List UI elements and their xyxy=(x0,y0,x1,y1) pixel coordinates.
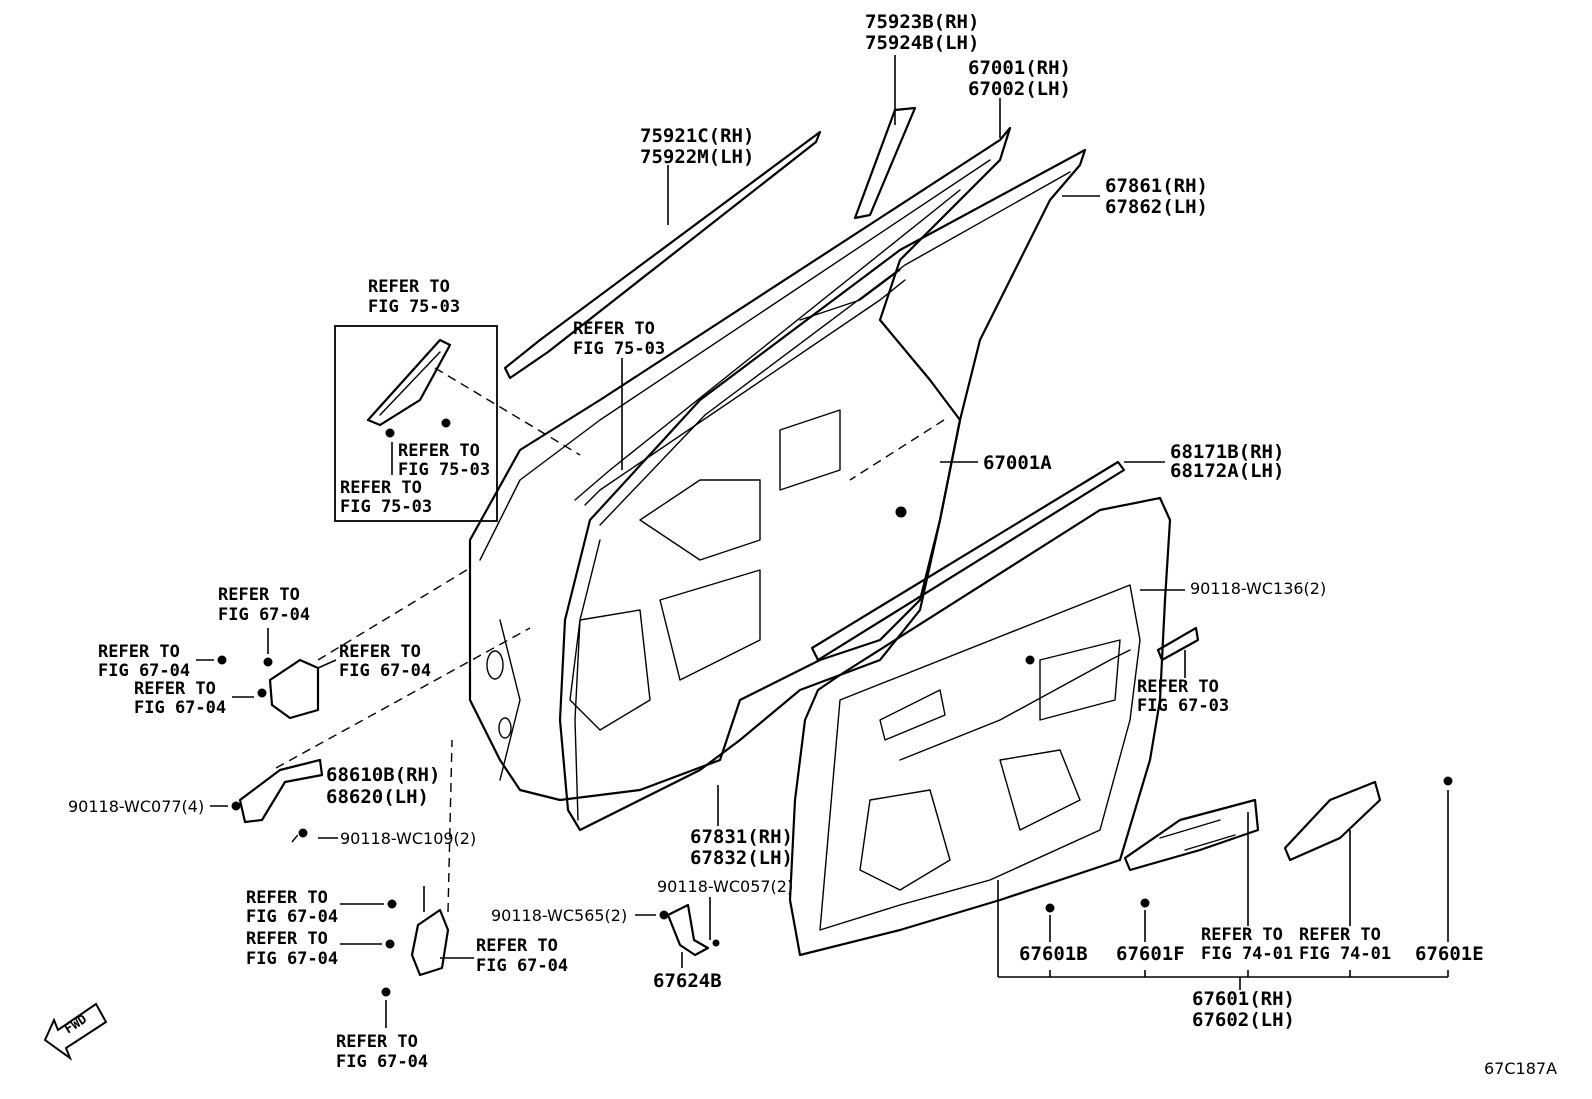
leader-lines xyxy=(196,55,1449,1028)
refer-to-67-03: REFER TO xyxy=(1137,677,1219,697)
refer-to-67-04-g: REFER TO xyxy=(476,936,558,956)
figure-code: 67C187A xyxy=(1484,1059,1557,1078)
dashed-guide-lines xyxy=(275,367,945,913)
quarter-window-reference-box xyxy=(334,325,498,522)
refer-fig-75-03-center: FIG 75-03 xyxy=(573,339,665,359)
refer-fig-67-04-b: FIG 67-04 xyxy=(98,661,190,681)
refer-fig-67-04-g: FIG 67-04 xyxy=(476,956,568,976)
refer-fig-67-04-e: FIG 67-04 xyxy=(246,907,338,927)
refer-to-74-01-b: REFER TO xyxy=(1299,925,1381,945)
refer-to-75-03-center: REFER TO xyxy=(573,319,655,339)
trim-bracket xyxy=(1156,626,1200,662)
door-panel-shell xyxy=(468,126,1012,802)
refer-fig-75-03-box-top: FIG 75-03 xyxy=(368,297,460,317)
label-67601e: 67601E xyxy=(1415,943,1484,965)
refer-to-74-01-a: REFER TO xyxy=(1201,925,1283,945)
label-67601b: 67601B xyxy=(1019,943,1088,965)
refer-to-75-03-inner-b: REFER TO xyxy=(340,478,422,498)
label-68620: 68620(LH) xyxy=(326,786,429,808)
label-67624b: 67624B xyxy=(653,970,722,992)
refer-fig-67-04-h: FIG 67-04 xyxy=(336,1052,428,1072)
refer-fig-74-01-a: FIG 74-01 xyxy=(1201,944,1293,964)
label-75923b: 75923B(RH) xyxy=(865,11,979,33)
refer-to-67-04-b: REFER TO xyxy=(98,642,180,662)
label-68171b: 68171B(RH) xyxy=(1170,441,1284,463)
refer-fig-67-04-a: FIG 67-04 xyxy=(218,605,310,625)
label-90118-wc565: 90118-WC565(2) xyxy=(491,906,627,925)
upper-hinge xyxy=(268,658,320,720)
label-75921c: 75921C(RH) xyxy=(640,125,754,147)
label-90118-wc057: 90118-WC057(2) xyxy=(657,877,793,896)
label-90118-wc077: 90118-WC077(4) xyxy=(68,797,204,816)
quarter-window-glass xyxy=(366,338,452,427)
refer-to-67-04-e: REFER TO xyxy=(246,888,328,908)
refer-to-75-03-box-top: REFER TO xyxy=(368,277,450,297)
door-trim-board xyxy=(788,496,1172,957)
label-67831: 67831(RH) xyxy=(690,826,793,848)
label-68610b: 68610B(RH) xyxy=(326,764,440,786)
refer-fig-74-01-b: FIG 74-01 xyxy=(1299,944,1391,964)
door-weatherstrip xyxy=(558,148,1087,832)
door-check-assy xyxy=(238,758,324,824)
fwd-arrow-icon: FWD xyxy=(43,1002,108,1061)
refer-fig-67-04-f: FIG 67-04 xyxy=(246,949,338,969)
label-67001: 67001(RH) xyxy=(968,57,1071,79)
fasteners xyxy=(217,418,1453,997)
refer-to-67-04-h: REFER TO xyxy=(336,1032,418,1052)
label-67861: 67861(RH) xyxy=(1105,175,1208,197)
label-67002: 67002(LH) xyxy=(968,78,1071,100)
door-outer-molding xyxy=(503,130,822,380)
refer-fig-75-03-inner-a: FIG 75-03 xyxy=(398,460,490,480)
label-67862: 67862(LH) xyxy=(1105,196,1208,218)
label-67602: 67602(LH) xyxy=(1192,1009,1295,1031)
refer-to-67-04-c: REFER TO xyxy=(339,642,421,662)
refer-to-75-03-inner-a: REFER TO xyxy=(398,441,480,461)
lower-hinge xyxy=(410,908,450,977)
label-67001a: 67001A xyxy=(983,452,1052,474)
refer-to-67-04-a: REFER TO xyxy=(218,585,300,605)
power-window-switch-panel xyxy=(1123,798,1260,872)
refer-to-67-04-f: REFER TO xyxy=(246,929,328,949)
label-75924b: 75924B(LH) xyxy=(865,32,979,54)
label-75922m: 75922M(LH) xyxy=(640,146,754,168)
label-67832: 67832(LH) xyxy=(690,847,793,869)
door-bracket xyxy=(666,903,710,957)
refer-fig-67-04-c: FIG 67-04 xyxy=(339,661,431,681)
refer-to-67-04-d: REFER TO xyxy=(134,679,216,699)
label-90118-wc136: 90118-WC136(2) xyxy=(1190,579,1326,598)
window-belt-weatherstrip xyxy=(810,460,1126,662)
armrest-cover xyxy=(1283,780,1382,862)
refer-fig-67-04-d: FIG 67-04 xyxy=(134,698,226,718)
door-glass-run-sash xyxy=(853,106,917,220)
label-68172a: 68172A(LH) xyxy=(1170,460,1284,482)
label-67601f: 67601F xyxy=(1116,943,1185,965)
refer-fig-67-03: FIG 67-03 xyxy=(1137,696,1229,716)
label-67601: 67601(RH) xyxy=(1192,988,1295,1010)
label-90118-wc109: 90118-WC109(2) xyxy=(340,829,476,848)
refer-fig-75-03-inner-b: FIG 75-03 xyxy=(340,497,432,517)
